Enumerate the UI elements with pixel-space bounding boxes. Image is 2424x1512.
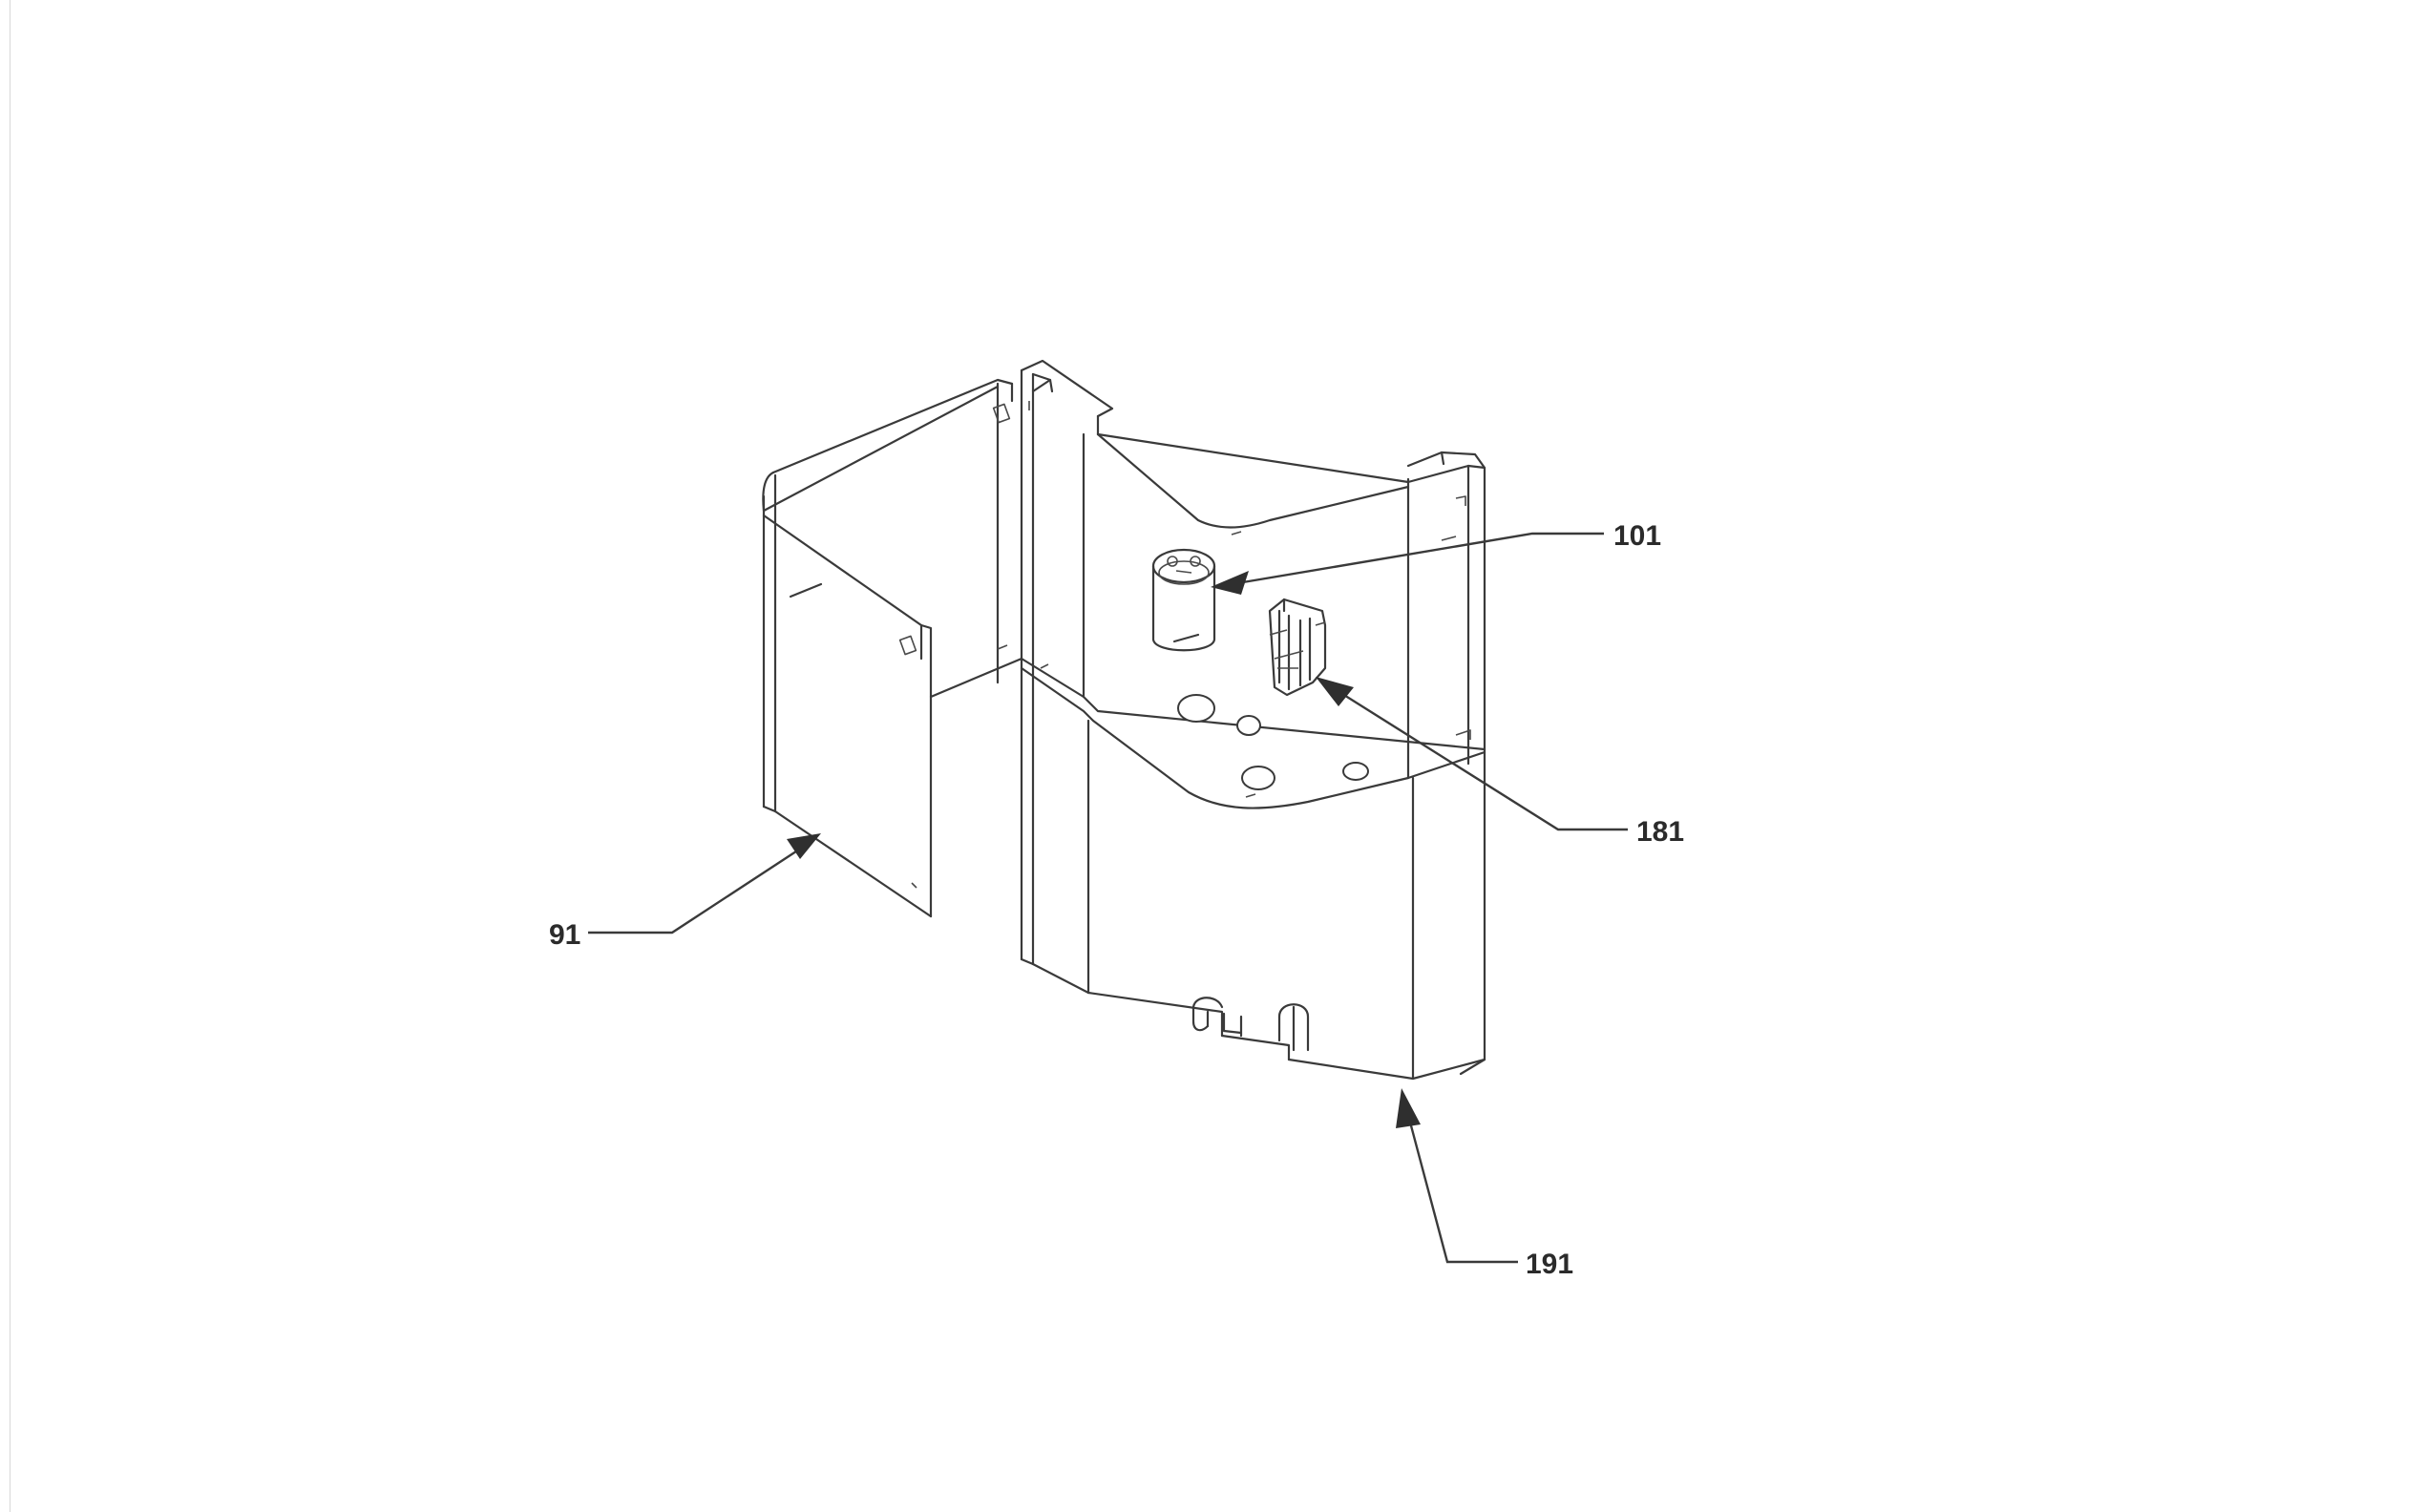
callout-label-91: 91 bbox=[549, 919, 580, 951]
main-enclosure bbox=[1020, 359, 1486, 1081]
shelf-hole-4 bbox=[1342, 762, 1369, 781]
callout-91: 91 bbox=[549, 833, 821, 951]
relay-component bbox=[1268, 598, 1327, 697]
left-side-panel bbox=[762, 378, 1023, 918]
capacitor-component bbox=[1151, 548, 1216, 652]
callout-181: 181 bbox=[1316, 677, 1684, 848]
callout-191: 191 bbox=[1396, 1088, 1573, 1280]
page-edge-line bbox=[10, 0, 11, 1512]
callout-label-191: 191 bbox=[1526, 1249, 1573, 1280]
shelf-hole-1 bbox=[1177, 694, 1215, 723]
callout-101: 101 bbox=[1211, 520, 1661, 595]
callout-label-181: 181 bbox=[1636, 816, 1684, 848]
shelf-hole-2 bbox=[1236, 715, 1261, 736]
shelf-hole-3 bbox=[1241, 766, 1275, 790]
callout-label-101: 101 bbox=[1613, 520, 1661, 552]
